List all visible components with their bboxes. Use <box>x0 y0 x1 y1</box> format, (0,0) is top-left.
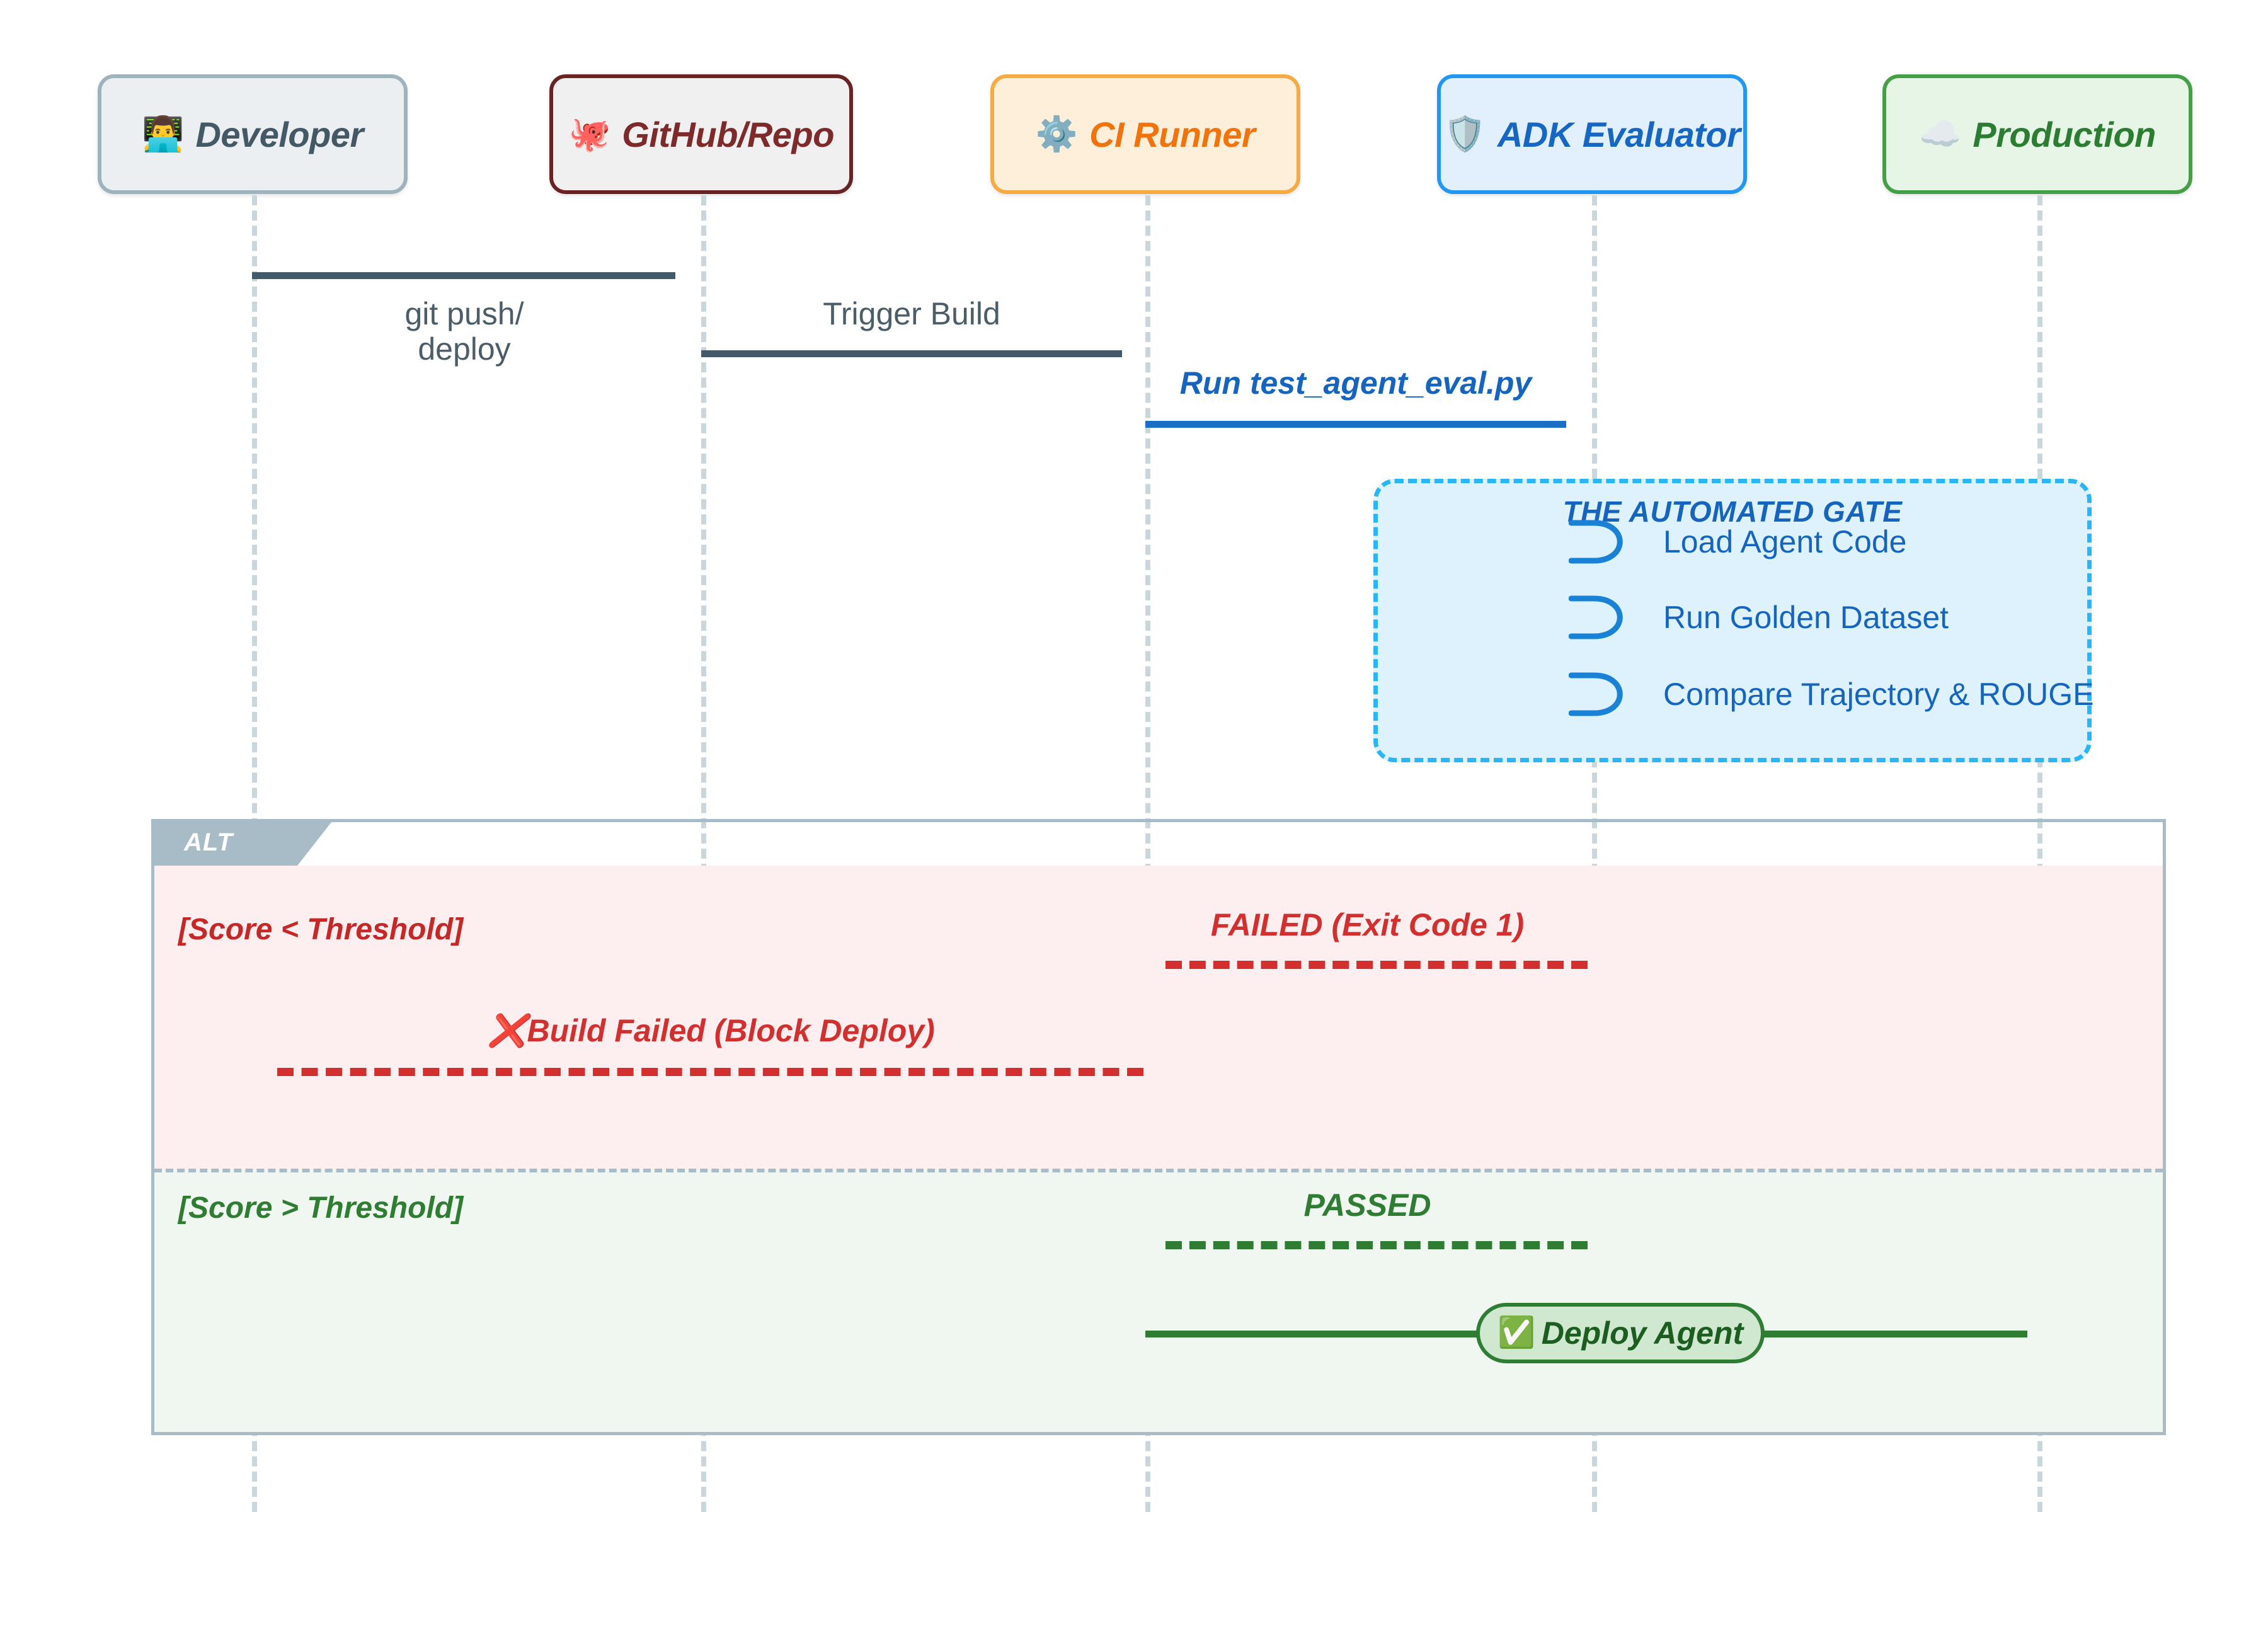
check-mark-icon: ✅ <box>1498 1316 1535 1349</box>
alt-fragment-tab: ALT <box>151 819 334 866</box>
self-call-compare-trajectory: Compare Trajectory & ROUGE <box>1569 669 2094 719</box>
self-call-label-2: Compare Trajectory & ROUGE <box>1663 677 2094 712</box>
message-line-trigger-build <box>701 350 1122 357</box>
message-label-trigger-build: Trigger Build <box>823 296 1000 331</box>
gear-icon: ⚙️ <box>1035 115 1079 153</box>
alt-fragment-frame <box>151 819 2166 1435</box>
message-line-run-eval <box>1145 421 1566 428</box>
octopus-icon: 🐙 <box>568 115 611 153</box>
message-label-run-eval: Run test_agent_eval.py <box>1179 365 1532 401</box>
message-line-git-push <box>252 272 675 279</box>
message-label-build-failed: ❌Build Failed (Block Deploy) <box>277 1013 1145 1048</box>
deploy-agent-badge[interactable]: ✅ Deploy Agent <box>1476 1303 1765 1363</box>
deploy-agent-label: Deploy Agent <box>1541 1315 1744 1351</box>
developer-icon: 👨‍💻 <box>142 115 185 153</box>
self-call-load-agent-code: Load Agent Code <box>1569 517 1906 567</box>
participant-label-developer: Developer <box>195 114 364 154</box>
message-label-failed: FAILED (Exit Code 1) <box>1210 907 1525 942</box>
self-loop-arrow-icon <box>1569 672 1623 716</box>
participant-adk-evaluator[interactable]: 🛡️ ADK Evaluator <box>1437 74 1747 194</box>
message-label-git-push: git push/ deploy <box>386 296 543 367</box>
message-label-git-push-line2: deploy <box>418 331 511 367</box>
participant-label-production: Production <box>1973 114 2156 154</box>
self-loop-arrow-icon <box>1569 595 1623 639</box>
message-label-git-push-line1: git push/ <box>404 296 524 331</box>
cross-mark-icon: ❌ <box>488 1013 527 1048</box>
message-label-passed: PASSED <box>1303 1188 1431 1223</box>
lifeline-ci-runner <box>1145 195 1150 1512</box>
alt-keyword-label: ALT <box>184 828 233 856</box>
alt-condition-fail: [Score < Threshold] <box>178 913 464 946</box>
participant-label-github: GitHub/Repo <box>622 114 834 154</box>
self-call-label-1: Run Golden Dataset <box>1663 600 1949 635</box>
participant-production[interactable]: ☁️ Production <box>1882 74 2192 194</box>
message-line-failed <box>1166 961 1588 969</box>
alt-branch-pass-background <box>154 1169 2163 1432</box>
participant-developer[interactable]: 👨‍💻 Developer <box>98 74 408 194</box>
participant-ci-runner[interactable]: ⚙️ CI Runner <box>990 74 1300 194</box>
note-title: THE AUTOMATED GATE <box>1562 495 1903 528</box>
lifeline-github <box>701 195 706 1512</box>
self-call-label-0: Load Agent Code <box>1663 524 1907 559</box>
cloud-icon: ☁️ <box>1919 115 1962 153</box>
lifeline-adk-evaluator <box>1592 195 1597 1512</box>
participant-github[interactable]: 🐙 GitHub/Repo <box>549 74 853 194</box>
shield-icon: 🛡️ <box>1443 115 1486 153</box>
lifeline-production <box>2037 195 2042 1512</box>
alt-branch-fail-background <box>154 866 2163 1169</box>
participant-label-adk-evaluator: ADK Evaluator <box>1497 114 1741 154</box>
alt-branch-divider <box>154 1169 2163 1172</box>
note-automated-gate: THE AUTOMATED GATE <box>1373 479 2092 762</box>
participant-label-ci-runner: CI Runner <box>1089 114 1256 154</box>
message-line-build-failed <box>277 1068 1143 1076</box>
self-loop-arrow-icon <box>1569 520 1623 564</box>
message-label-build-failed-text: Build Failed (Block Deploy) <box>527 1013 935 1048</box>
alt-condition-pass: [Score > Threshold] <box>178 1191 464 1225</box>
self-call-run-golden-dataset: Run Golden Dataset <box>1569 592 1949 643</box>
message-line-passed <box>1166 1241 1588 1249</box>
